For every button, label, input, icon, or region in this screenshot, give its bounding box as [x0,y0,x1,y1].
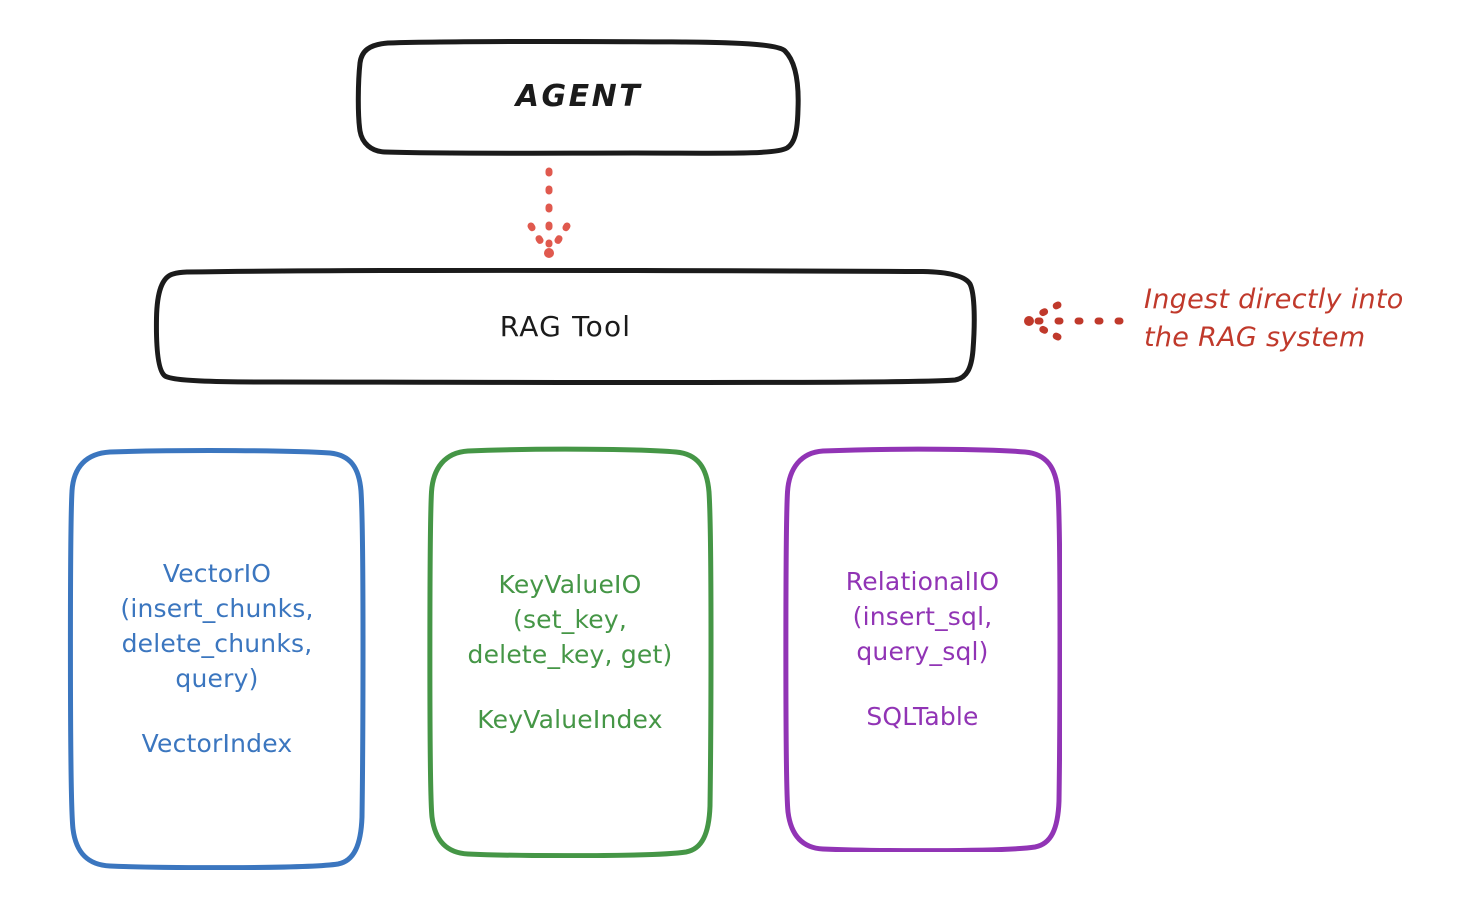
ingest-annotation-text: Ingest directly into the RAG system [1144,284,1404,354]
agent-to-rag-tool-arrow [527,167,571,258]
vector-io-primary-label: VectorIO (insert_chunks, delete_chunks, … [120,559,314,693]
node-vector-io[interactable]: VectorIO (insert_chunks, delete_chunks, … [66,447,368,870]
vector-io-secondary-label: VectorIndex [141,729,293,758]
relational-io-primary-label: RelationalIO (insert_sql, query_sql) [845,567,1000,666]
node-key-value-io[interactable]: KeyValueIO (set_key, delete_key, get) Ke… [426,446,714,858]
agent-label: AGENT [515,79,643,115]
node-agent[interactable]: AGENT [355,39,803,156]
ingest-arrow [1024,301,1124,341]
key-value-io-primary-label: KeyValueIO (set_key, delete_key, get) [467,570,673,669]
node-relational-io[interactable]: RelationalIO (insert_sql, query_sql) SQL… [783,446,1062,852]
key-value-io-secondary-label: KeyValueIndex [477,705,663,734]
relational-io-secondary-label: SQLTable [866,702,979,731]
node-rag-tool[interactable]: RAG Tool [153,268,978,385]
rag-tool-label: RAG Tool [499,309,632,343]
